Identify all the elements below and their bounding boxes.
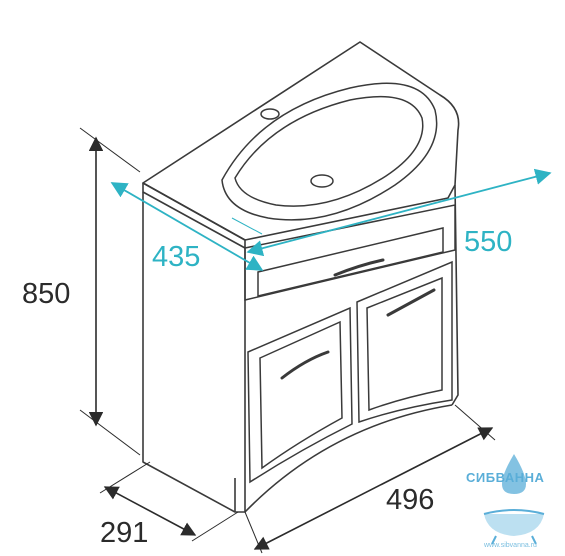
drain-hole	[310, 174, 334, 188]
dim-435-line	[110, 182, 264, 271]
drawer-handle	[333, 258, 385, 277]
logo-url-text: www.sibvanna.ru	[484, 542, 537, 549]
bowl-inner	[234, 95, 424, 207]
dim-label-850: 850	[22, 278, 71, 310]
door-right	[356, 260, 453, 424]
brand-logo-icon	[483, 454, 545, 545]
slab-front	[142, 182, 246, 249]
logo-brand-text: СИБВАННА	[466, 470, 545, 485]
tap-hole	[260, 108, 280, 120]
door-left	[247, 306, 353, 484]
dimension-lines	[79, 127, 552, 554]
dim-label-291: 291	[100, 517, 149, 549]
dim-496-line	[253, 427, 494, 550]
dim-label-550: 550	[464, 226, 513, 258]
basin-bowl	[221, 82, 438, 221]
door-right-handle	[386, 288, 436, 317]
dim-label-496: 496	[386, 484, 435, 516]
door-left-handle	[280, 350, 330, 380]
doors	[247, 260, 453, 484]
dim-291-line	[103, 486, 197, 536]
dim-label-435: 435	[152, 241, 201, 273]
